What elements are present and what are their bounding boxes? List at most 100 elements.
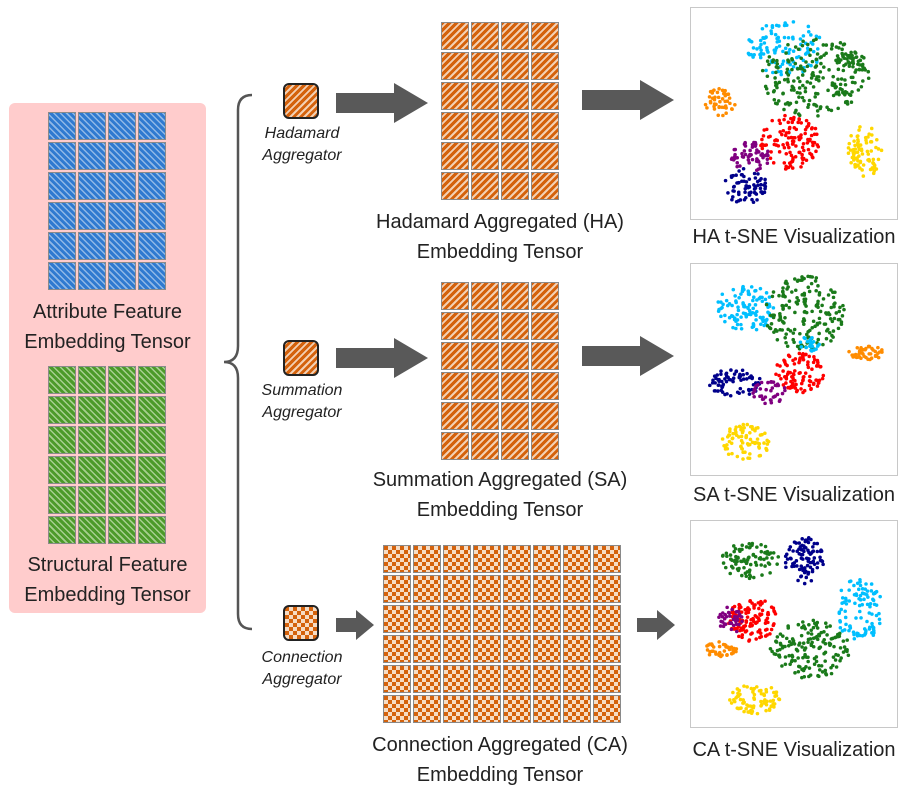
attribute-label-line1: Attribute Feature — [33, 301, 182, 323]
tensor-cell — [473, 545, 501, 573]
tensor-cell — [48, 202, 76, 230]
tensor-cell — [441, 22, 469, 50]
tensor-cell — [441, 142, 469, 170]
tensor-cell — [533, 575, 561, 603]
tensor-cell — [441, 172, 469, 200]
tensor-cell — [48, 516, 76, 544]
tensor-cell — [533, 695, 561, 723]
tensor-cell — [108, 516, 136, 544]
tensor-cell — [441, 432, 469, 460]
tensor-cell — [593, 695, 621, 723]
tensor-cell — [78, 232, 106, 260]
tensor-cell — [471, 172, 499, 200]
tensor-cell — [471, 22, 499, 50]
tensor-cell — [413, 665, 441, 693]
arrow-icon — [336, 338, 428, 378]
tensor-cell — [441, 402, 469, 430]
tensor-cell — [531, 282, 559, 310]
tensor-cell — [503, 605, 531, 633]
tensor-cell — [443, 605, 471, 633]
tensor-cell — [138, 142, 166, 170]
sa-label-line2: Embedding Tensor — [416, 499, 584, 521]
tensor-cell — [473, 635, 501, 663]
tensor-cell — [108, 142, 136, 170]
tensor-cell — [501, 142, 529, 170]
tensor-cell — [443, 665, 471, 693]
tensor-cell — [443, 545, 471, 573]
arrow-icon — [336, 83, 428, 123]
attribute-embedding-tensor — [48, 112, 166, 290]
tensor-cell — [138, 516, 166, 544]
tensor-cell — [501, 372, 529, 400]
tensor-cell — [108, 456, 136, 484]
tensor-cell — [108, 202, 136, 230]
ca-embedding-tensor — [383, 545, 621, 723]
sa-embedding-tensor — [441, 282, 559, 460]
tensor-cell — [533, 635, 561, 663]
hadamard-aggregator-label-line1: Hadamard — [264, 125, 340, 142]
tensor-cell — [441, 112, 469, 140]
tensor-cell — [501, 432, 529, 460]
tensor-cell — [413, 695, 441, 723]
tensor-cell — [78, 456, 106, 484]
arrow-icon — [336, 610, 374, 640]
tensor-cell — [441, 282, 469, 310]
summation-aggregator-label-line2: Aggregator — [262, 404, 342, 421]
tensor-cell — [441, 342, 469, 370]
tensor-cell — [531, 172, 559, 200]
tensor-cell — [108, 426, 136, 454]
tensor-cell — [533, 665, 561, 693]
tensor-cell — [503, 545, 531, 573]
tensor-cell — [501, 112, 529, 140]
tensor-cell — [531, 82, 559, 110]
tensor-cell — [78, 486, 106, 514]
tensor-cell — [441, 52, 469, 80]
tensor-cell — [533, 545, 561, 573]
tensor-cell — [78, 172, 106, 200]
tensor-cell — [78, 202, 106, 230]
tensor-cell — [503, 635, 531, 663]
ca-viz-label: CA t-SNE Visualization — [692, 739, 896, 761]
tensor-cell — [531, 312, 559, 340]
tensor-cell — [471, 52, 499, 80]
tensor-cell — [501, 52, 529, 80]
tensor-cell — [108, 232, 136, 260]
ha-label-line1: Hadamard Aggregated (HA) — [376, 211, 624, 233]
tensor-cell — [501, 82, 529, 110]
tensor-cell — [78, 366, 106, 394]
tensor-cell — [48, 426, 76, 454]
tensor-cell — [533, 605, 561, 633]
tensor-cell — [443, 635, 471, 663]
tensor-cell — [471, 142, 499, 170]
ha-viz-label: HA t-SNE Visualization — [692, 226, 896, 248]
tensor-cell — [413, 605, 441, 633]
tensor-cell — [108, 486, 136, 514]
ca-label-line1: Connection Aggregated (CA) — [372, 734, 628, 756]
tensor-cell — [563, 635, 591, 663]
tensor-cell — [138, 426, 166, 454]
tensor-cell — [443, 695, 471, 723]
sa-label-line1: Summation Aggregated (SA) — [372, 469, 628, 491]
tensor-cell — [413, 545, 441, 573]
tensor-cell — [501, 282, 529, 310]
tensor-cell — [501, 402, 529, 430]
tensor-cell — [471, 342, 499, 370]
structural-label-line1: Structural Feature — [27, 554, 188, 576]
tensor-cell — [383, 635, 411, 663]
ca-label-line2: Embedding Tensor — [416, 764, 584, 786]
connection-aggregator-label-line2: Aggregator — [262, 671, 342, 688]
tensor-cell — [108, 262, 136, 290]
tensor-cell — [413, 635, 441, 663]
tensor-cell — [78, 426, 106, 454]
tensor-cell — [48, 262, 76, 290]
tensor-cell — [48, 396, 76, 424]
input-panel — [9, 103, 206, 613]
structural-label-line2: Embedding Tensor — [24, 584, 191, 606]
tensor-cell — [593, 545, 621, 573]
tensor-cell — [531, 142, 559, 170]
tensor-cell — [593, 635, 621, 663]
tensor-cell — [138, 202, 166, 230]
tensor-cell — [138, 232, 166, 260]
tensor-cell — [108, 112, 136, 140]
ha-label-line2: Embedding Tensor — [416, 241, 584, 263]
